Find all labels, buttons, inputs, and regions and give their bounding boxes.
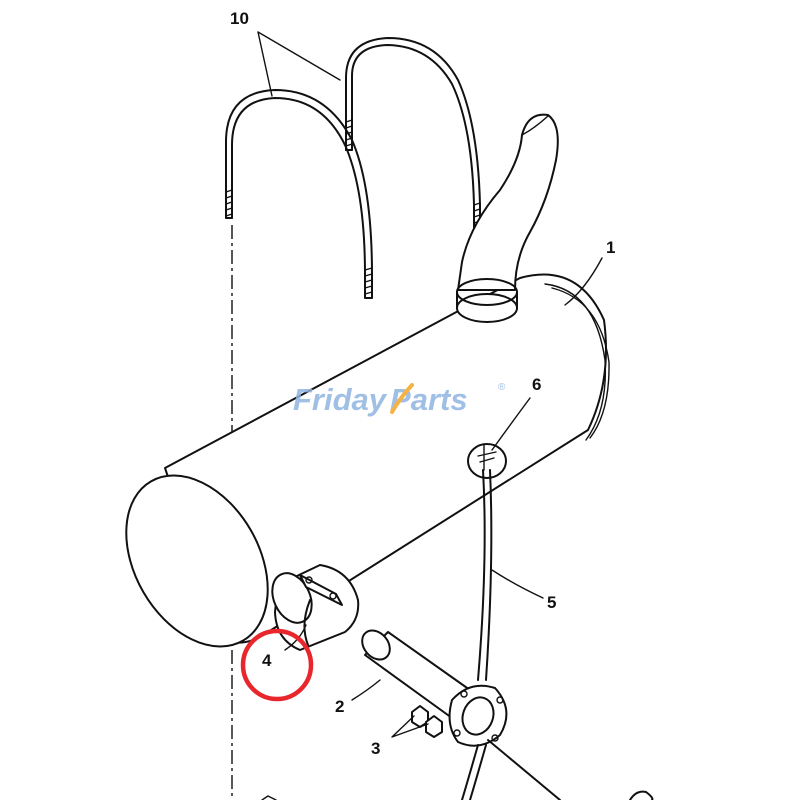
watermark-brand-left: Friday [293,382,388,417]
highlight-circle-part-4 [240,628,314,702]
callout-5: 5 [547,593,556,612]
watermark-reg-mark: ® [498,382,506,393]
callout-6: 6 [532,375,541,394]
exhaust-pipe [361,629,471,719]
hose-line [461,469,493,800]
callout-4: 4 [262,651,272,670]
watermark-swoosh [390,383,414,414]
bolts [411,705,443,738]
callout-3: 3 [371,739,380,758]
callout-10: 10 [230,9,249,28]
watermark-brand-right: Parts [390,382,468,417]
leader-lines [257,31,603,738]
bottom-partial-parts [261,739,654,800]
callout-2: 2 [335,697,344,716]
pipe-flange [448,684,508,747]
exhaust-stack [456,113,559,323]
muffler-body [125,273,610,648]
drain-boss [467,443,507,479]
callout-1: 1 [606,238,615,257]
clamp [271,564,360,651]
u-bolt-rear [345,37,481,233]
u-bolt-front [225,89,373,299]
